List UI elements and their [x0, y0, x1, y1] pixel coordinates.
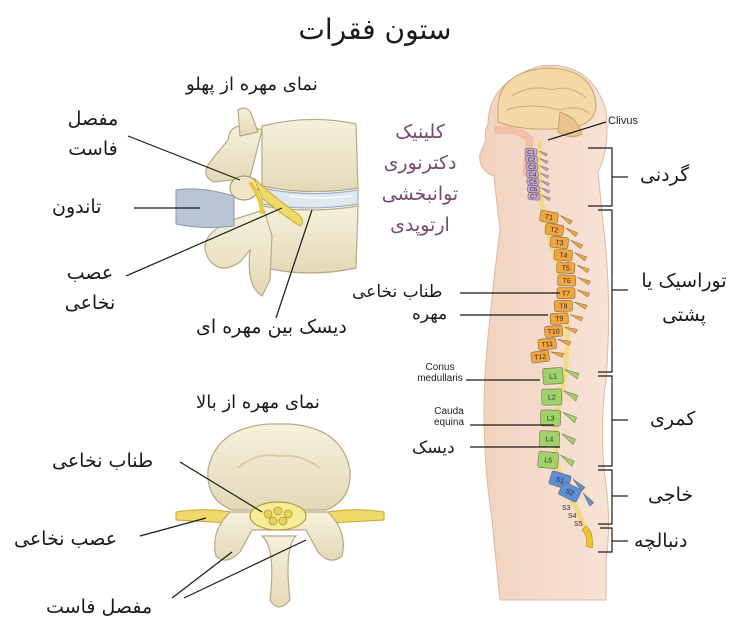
vertebra-lower-label: S3 [562, 505, 571, 512]
label-cauda-equina: Cauda equina [426, 406, 472, 428]
top-view-vertebra [176, 424, 384, 607]
label-spinal-nerve-side: عصب نخاعی [62, 258, 118, 318]
clinic-brand: کلینیک دکترنوری توانبخشی ارتوپدی [372, 117, 468, 241]
brand-line: توانبخشی [372, 179, 468, 210]
vertebra-label: T7 [562, 291, 570, 298]
label-tendon: تاندون [52, 198, 101, 217]
vertebra-label: T11 [541, 341, 553, 349]
vertebra-label: T3 [555, 239, 564, 247]
region-sacral: خاجی [648, 486, 693, 505]
label-facet-joint-text: مفصل فاست [62, 104, 124, 164]
vertebra-label: T4 [559, 252, 568, 260]
label-clivus: Clivus [608, 116, 638, 127]
vertebra-lower-label: S5 [574, 521, 583, 528]
label-facet-joint-top: مفصل فاست [46, 598, 152, 617]
vertebra-label: T10 [547, 328, 560, 336]
vertebra-label: C7 [530, 194, 539, 201]
label-facet-joint-side: مفصل فاست [62, 104, 124, 164]
label-disc-spine: دیسک [412, 440, 455, 457]
label-spinal-nerve-top: عصب نخاعی [14, 530, 117, 549]
vertebra-label: L2 [548, 394, 556, 401]
vertebra-label: T9 [555, 316, 564, 323]
vertebra-label: T8 [559, 303, 567, 310]
label-spinal-cord-spine: طناب نخاعی [352, 284, 442, 301]
vertebra-label: T1 [544, 214, 553, 222]
vertebra-lower-label: S4 [568, 513, 577, 520]
body-silhouette [480, 65, 609, 600]
region-lumbar: کمری [650, 410, 695, 429]
vertebra-label: T2 [550, 227, 559, 235]
brand-line: دکترنوری [372, 148, 468, 179]
vertebra-label: L4 [545, 436, 553, 443]
vertebra-label: L3 [547, 415, 555, 422]
vertebra-label: L5 [544, 457, 552, 465]
region-thoracic: توراسیک یا پشتی [636, 264, 732, 332]
label-conus-medullaris: Conus medullaris [410, 362, 470, 384]
brand-line: کلینیک [372, 117, 468, 148]
top-view-heading: نمای مهره از بالا [196, 394, 320, 412]
label-spinal-cord-top: طناب نخاعی [52, 452, 153, 471]
label-intervertebral-disc: دیسک بین مهره ای [196, 318, 347, 337]
brand-line: ارتوپدی [372, 210, 468, 241]
side-view-vertebrae [176, 108, 358, 296]
page-title: ستون فقرات [0, 16, 750, 44]
label-vertebra: مهره [412, 306, 447, 323]
label-spinal-nerve-text: عصب نخاعی [62, 258, 118, 318]
side-view-heading: نمای مهره از پهلو [186, 76, 318, 94]
vertebra-label: T6 [563, 278, 572, 285]
region-cervical: گردنی [640, 166, 689, 185]
vertebra-label: L1 [549, 373, 557, 380]
region-coccyx: دنبالچه [634, 532, 688, 551]
vertebra-label: T5 [561, 265, 570, 273]
